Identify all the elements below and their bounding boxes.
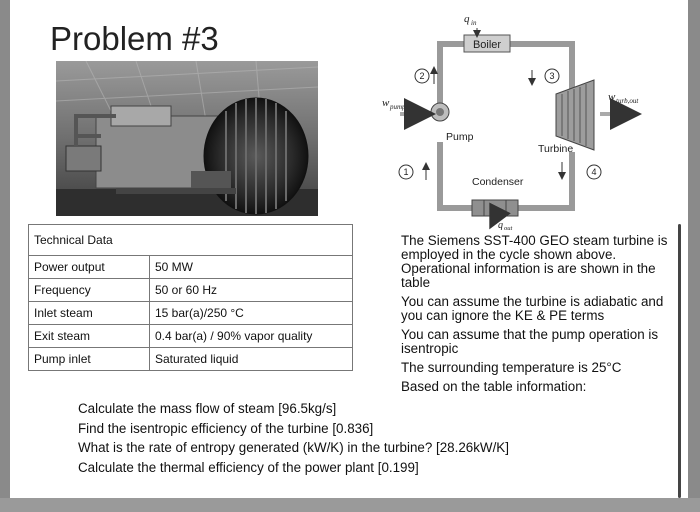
- description-paragraph: The Siemens SST-400 GEO steam turbine is…: [401, 233, 668, 290]
- question-item: Calculate the thermal efficiency of the …: [78, 459, 419, 475]
- row-label: Frequency: [28, 278, 150, 302]
- turbine: Turbine: [538, 79, 595, 155]
- vertical-scrollbar[interactable]: [678, 224, 681, 498]
- table-header: Technical Data: [28, 224, 353, 256]
- row-label: Inlet steam: [28, 301, 150, 325]
- problem-description: The Siemens SST-400 GEO steam turbine is…: [401, 234, 686, 399]
- row-value: 0.4 bar(a) / 90% vapor quality: [149, 324, 353, 348]
- bottom-bar: [0, 498, 700, 512]
- pump-label: Pump: [446, 131, 474, 143]
- turbine-photo: [56, 61, 318, 216]
- row-value: 15 bar(a)/250 °C: [149, 301, 353, 325]
- row-label: Power output: [28, 255, 150, 279]
- q-out-arrow: [489, 202, 511, 230]
- svg-text:3: 3: [549, 71, 554, 81]
- question-item: What is the rate of entropy generated (k…: [78, 440, 509, 455]
- boiler-label: Boiler: [473, 39, 501, 51]
- description-paragraph: You can assume the turbine is adiabatic …: [401, 294, 664, 323]
- pump: Pump: [430, 102, 474, 143]
- turbine-label: Turbine: [538, 143, 573, 155]
- svg-text:out: out: [504, 225, 513, 230]
- table-row: Frequency 50 or 60 Hz: [28, 278, 353, 302]
- table-row: Pump inlet Saturated liquid: [28, 347, 353, 371]
- svg-text:4: 4: [591, 167, 596, 177]
- description-paragraph: The surrounding temperature is 25°C: [401, 360, 622, 375]
- table-header-row: Technical Data: [28, 224, 353, 256]
- slide: Problem #3: [10, 0, 688, 498]
- page-title: Problem #3: [50, 20, 219, 57]
- table-row: Power output 50 MW: [28, 255, 353, 279]
- w-pump-label: w pump,in: [382, 97, 413, 111]
- description-paragraph: You can assume that the pump operation i…: [401, 327, 659, 356]
- description-paragraph: Based on the table information:: [401, 379, 587, 394]
- question-list: Calculate the mass flow of steam [96.5kg…: [78, 399, 509, 477]
- row-value: 50 MW: [149, 255, 353, 279]
- q-out-label: q out: [498, 220, 513, 230]
- q-in-label: q in: [464, 13, 477, 27]
- table-row: Exit steam 0.4 bar(a) / 90% vapor qualit…: [28, 324, 353, 348]
- svg-text:2: 2: [419, 71, 424, 81]
- boiler: Boiler: [463, 34, 511, 53]
- svg-text:in: in: [471, 19, 477, 27]
- question-item: Find the isentropic efficiency of the tu…: [78, 420, 374, 436]
- svg-text:pump,in: pump,in: [389, 103, 413, 111]
- svg-text:q: q: [464, 13, 470, 25]
- svg-text:q: q: [498, 220, 503, 230]
- row-value: 50 or 60 Hz: [149, 278, 353, 302]
- state-markers: 2 3 1 4: [398, 66, 602, 180]
- svg-text:w: w: [382, 97, 390, 109]
- table-row: Inlet steam 15 bar(a)/250 °C: [28, 301, 353, 325]
- svg-text:w: w: [608, 91, 616, 103]
- row-label: Pump inlet: [28, 347, 150, 371]
- condenser-label: Condenser: [472, 176, 524, 188]
- condenser: Condenser: [471, 176, 524, 217]
- rankine-cycle-diagram: Boiler q in Pump w pump,in Turbine w: [382, 13, 642, 230]
- technical-data-table: Technical Data Power output 50 MW Freque…: [28, 224, 353, 371]
- row-value: Saturated liquid: [149, 347, 353, 371]
- w-turb-label: w turb,out: [608, 91, 639, 105]
- question-item: Calculate the mass flow of steam [96.5kg…: [78, 401, 337, 416]
- svg-text:1: 1: [403, 167, 408, 177]
- svg-text:turb,out: turb,out: [616, 97, 639, 105]
- row-label: Exit steam: [28, 324, 150, 348]
